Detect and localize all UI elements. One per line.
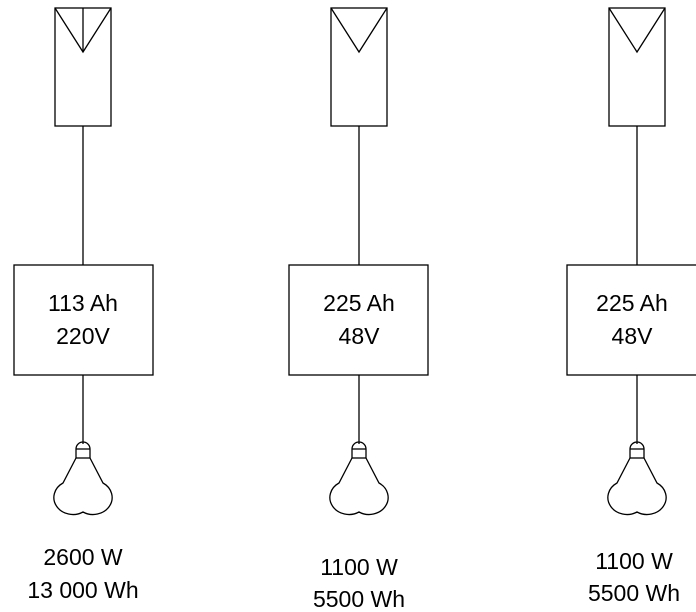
battery-box: 225 Ah 48V xyxy=(566,264,696,376)
battery-voltage: 220V xyxy=(56,323,110,349)
solar-panel-icon xyxy=(54,7,112,127)
system-3: 225 Ah 48V 1100 W 5500 Wh xyxy=(566,7,696,606)
load-energy: 13 000 Wh xyxy=(27,577,138,603)
battery-box: 113 Ah 220V xyxy=(13,264,154,376)
load-power: 1100 W xyxy=(320,554,398,580)
battery-capacity: 225 Ah xyxy=(323,290,395,316)
light-bulb-icon xyxy=(53,441,113,516)
solar-panel-icon xyxy=(608,7,666,127)
battery-voltage: 48V xyxy=(612,323,654,349)
system-1: 113 Ah 220V 2600 W 13 000 Wh xyxy=(13,7,154,603)
solar-panel-icon xyxy=(330,7,388,127)
load-power: 1100 W xyxy=(595,548,673,574)
battery-box: 225 Ah 48V xyxy=(288,264,429,376)
battery-capacity: 225 Ah xyxy=(596,290,668,316)
light-bulb-icon xyxy=(329,441,389,516)
battery-voltage: 48V xyxy=(339,323,381,349)
load-energy: 5500 Wh xyxy=(313,586,405,612)
light-bulb-icon xyxy=(607,441,667,516)
system-2: 225 Ah 48V 1100 W 5500 Wh xyxy=(288,7,429,612)
battery-capacity: 113 Ah xyxy=(48,290,118,316)
load-power: 2600 W xyxy=(43,544,123,570)
load-energy: 5500 Wh xyxy=(588,580,680,606)
